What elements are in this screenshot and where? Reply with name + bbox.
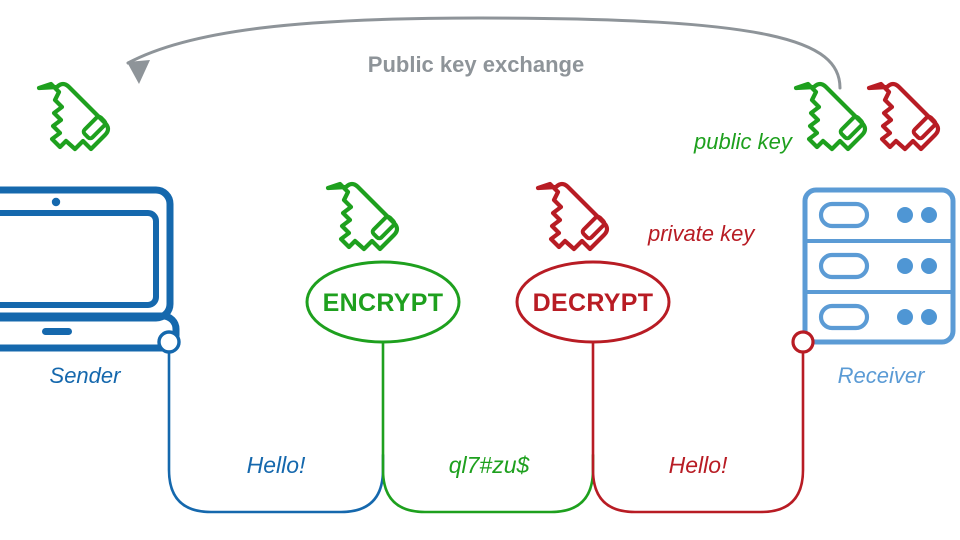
encrypt-node[interactable]: ENCRYPT — [305, 184, 461, 344]
message-plaintext-out: Hello! — [247, 452, 306, 478]
receiver-private-key-icon — [869, 84, 938, 149]
encrypt-label: ENCRYPT — [323, 289, 444, 317]
private-key-label: private key — [647, 221, 756, 246]
message-plaintext-in: Hello! — [669, 452, 728, 478]
server-rack-icon — [802, 187, 956, 345]
sender-held-public-key-icon — [39, 84, 108, 149]
sender-port — [157, 330, 181, 354]
connector-encrypt-to-decrypt — [381, 340, 595, 514]
public-key-exchange-arc — [126, 16, 842, 90]
page-title: Public key exchange — [368, 52, 584, 77]
connector-sender-to-encrypt — [167, 344, 385, 514]
decrypt-node[interactable]: DECRYPT private key — [515, 184, 756, 344]
sender-label: Sender — [50, 363, 123, 388]
receiver-key-pair: public key — [693, 84, 938, 154]
connector-decrypt-to-receiver — [591, 340, 805, 514]
decrypt-private-key-icon — [538, 184, 607, 249]
encrypt-public-key-icon — [328, 184, 397, 249]
decrypt-bubble — [515, 260, 671, 344]
arrow-head-icon — [127, 60, 150, 84]
sender-node[interactable]: Sender — [0, 186, 181, 388]
receiver-public-key-icon — [796, 84, 865, 149]
receiver-node[interactable]: Receiver — [791, 187, 956, 388]
encrypt-bubble — [305, 260, 461, 344]
laptop-icon — [0, 186, 180, 352]
message-ciphertext: ql7#zu$ — [449, 452, 531, 478]
receiver-label: Receiver — [838, 363, 926, 388]
receiver-port — [791, 330, 815, 354]
decrypt-label: DECRYPT — [533, 289, 654, 317]
public-key-label: public key — [693, 129, 794, 154]
